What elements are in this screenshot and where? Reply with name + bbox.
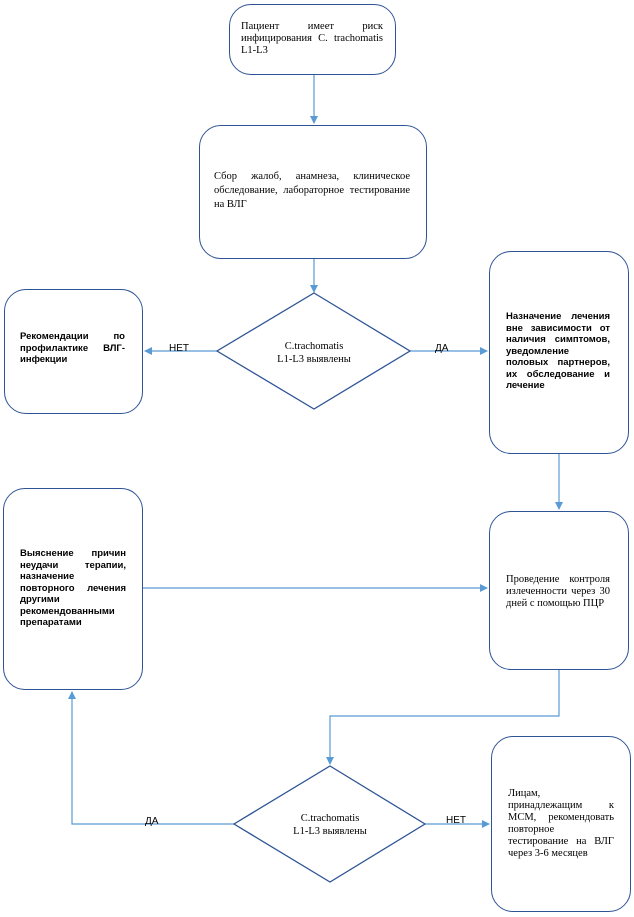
decision1-label-line2: L1-L3 выявлены [277, 354, 351, 365]
msm-box [491, 736, 631, 912]
msm-text: Лицам, принадлежащим к МСМ, рекомендоват… [508, 788, 614, 859]
edge-label-d2-no: НЕТ [446, 815, 466, 826]
arrow-decision2-yes [68, 691, 234, 825]
decision1-diamond [215, 292, 412, 410]
decision2-label-line1: C.trachomatis [300, 813, 360, 824]
treatment-text: Назначение лечения вне зависимости от на… [506, 311, 610, 391]
prevention-box [4, 289, 143, 414]
start-box [229, 4, 396, 75]
decision2-diamond [232, 765, 427, 883]
decision2-label-line2: L1-L3 выявлены [293, 826, 367, 837]
control-box [489, 511, 629, 670]
decision1-label-line1: C.trachomatis [284, 341, 344, 352]
edge-label-d1-yes: ДА [435, 343, 449, 354]
prevention-text: Рекомендации по профилактике ВЛГ-инфекци… [20, 331, 125, 365]
control-text: Проведение контроля излеченности через 3… [506, 574, 610, 609]
start-text: Пациент имеет риск инфицирования C. trac… [241, 21, 383, 56]
arrow-control-to-decision2 [326, 670, 560, 765]
edge-label-d2-yes: ДА [145, 816, 159, 827]
failure-box [3, 488, 143, 690]
collect-text: Сбор жалоб, анамнеза, клиническое обслед… [214, 171, 410, 210]
collect-box [199, 125, 427, 259]
treatment-box [489, 251, 629, 454]
edge-label-d1-no: НЕТ [169, 343, 189, 354]
failure-text: Выяснение причин неудачи терапии, назнач… [20, 548, 126, 628]
